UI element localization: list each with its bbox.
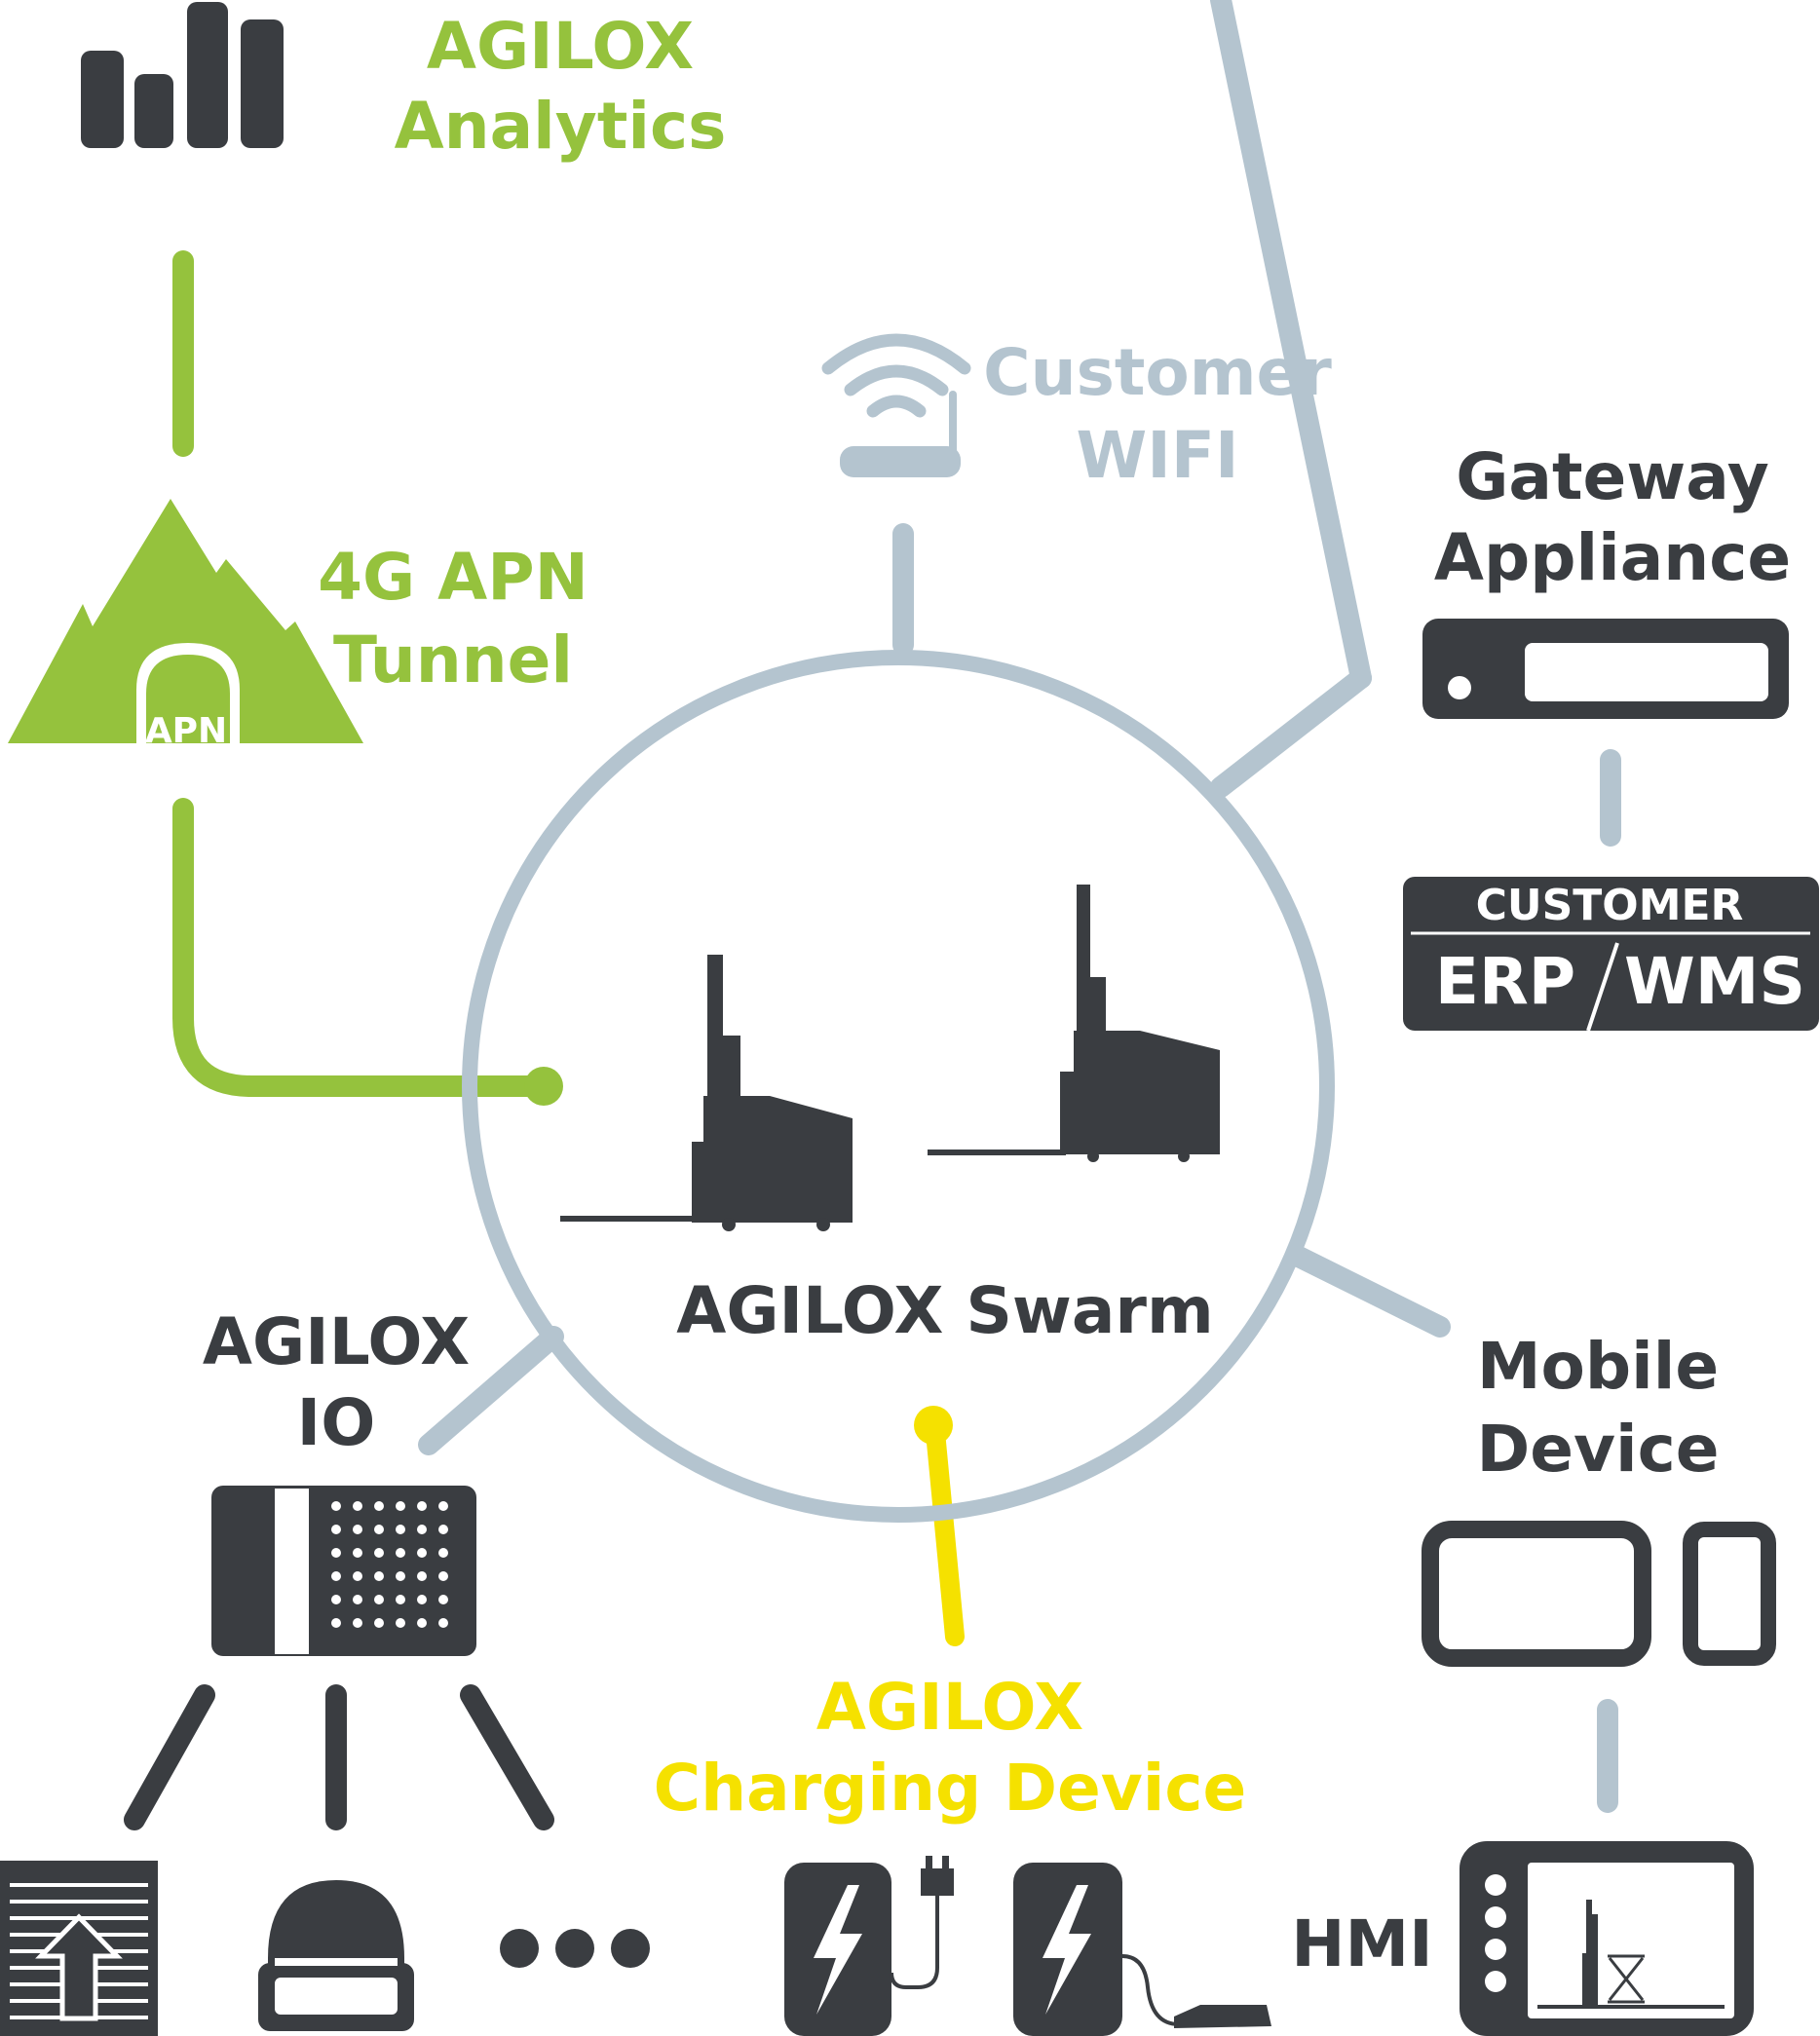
- wifi-label-line1: Customer: [983, 335, 1332, 410]
- roller-door-icon: [0, 1861, 158, 2036]
- connectors: [124, 0, 1621, 1830]
- wifi-label-line2: WIFI: [1077, 418, 1239, 493]
- connector-io-swarm: [418, 1326, 564, 1455]
- charging-label-line2: Charging Device: [654, 1751, 1247, 1826]
- hmi-panel-icon: [1460, 1841, 1754, 2036]
- connector-tunnel-swarm: [172, 798, 551, 1097]
- customer-system-wms: WMS: [1624, 944, 1805, 1019]
- analytics-label-line2: Analytics: [395, 89, 727, 164]
- apn-badge: APN: [145, 711, 227, 751]
- gateway-appliance-icon: [1422, 619, 1789, 719]
- warning-light-icon: [258, 1880, 414, 2031]
- charging-label-line1: AGILOX: [816, 1670, 1083, 1745]
- forklift-icon: [560, 955, 853, 1231]
- bar-chart-icon: [81, 2, 284, 148]
- tunnel-label-line1: 4G APN: [318, 540, 588, 615]
- hmi-label: HMI: [1291, 1906, 1432, 1981]
- tunnel-connector-dot: [524, 1067, 563, 1106]
- connector-mobile-swarm: [1288, 1246, 1451, 1338]
- charging-connector-dot: [914, 1406, 953, 1445]
- mountain-tunnel-icon: APN: [8, 499, 363, 751]
- gateway-label-line2: Appliance: [1434, 520, 1791, 595]
- swarm-label: AGILOX Swarm: [676, 1273, 1214, 1348]
- gateway-label-line1: Gateway: [1456, 439, 1769, 514]
- connector-io-door: [124, 1684, 215, 1830]
- tunnel-label-line2: Tunnel: [333, 622, 573, 698]
- tablet-phone-icon: [1422, 1521, 1776, 1667]
- customer-system-header: CUSTOMER: [1476, 881, 1744, 930]
- charging-station-icon: [784, 1856, 954, 2036]
- analytics-label-line1: AGILOX: [427, 9, 694, 84]
- io-label-line1: AGILOX: [203, 1304, 470, 1379]
- charging-station-icon: [1013, 1863, 1271, 2036]
- connector-gateway-swarm: [1210, 0, 1372, 689]
- connector-charging-swarm: [926, 1422, 965, 1646]
- connector-io-more: [460, 1684, 554, 1830]
- swarm-circle: [462, 650, 1335, 1523]
- connector-gateway-swarm-line: [1210, 667, 1372, 798]
- customer-system-erp: ERP: [1435, 944, 1575, 1019]
- more-devices-icon: [500, 1929, 650, 1968]
- mobile-label-line2: Device: [1476, 1412, 1719, 1487]
- mobile-label-line1: Mobile: [1477, 1329, 1719, 1404]
- io-label-line2: IO: [297, 1385, 376, 1460]
- customer-system-box: CUSTOMER ERP WMS: [1403, 877, 1819, 1032]
- wifi-router-icon: [821, 333, 971, 477]
- io-module-icon: [211, 1486, 476, 1656]
- forklift-icon: [928, 885, 1220, 1162]
